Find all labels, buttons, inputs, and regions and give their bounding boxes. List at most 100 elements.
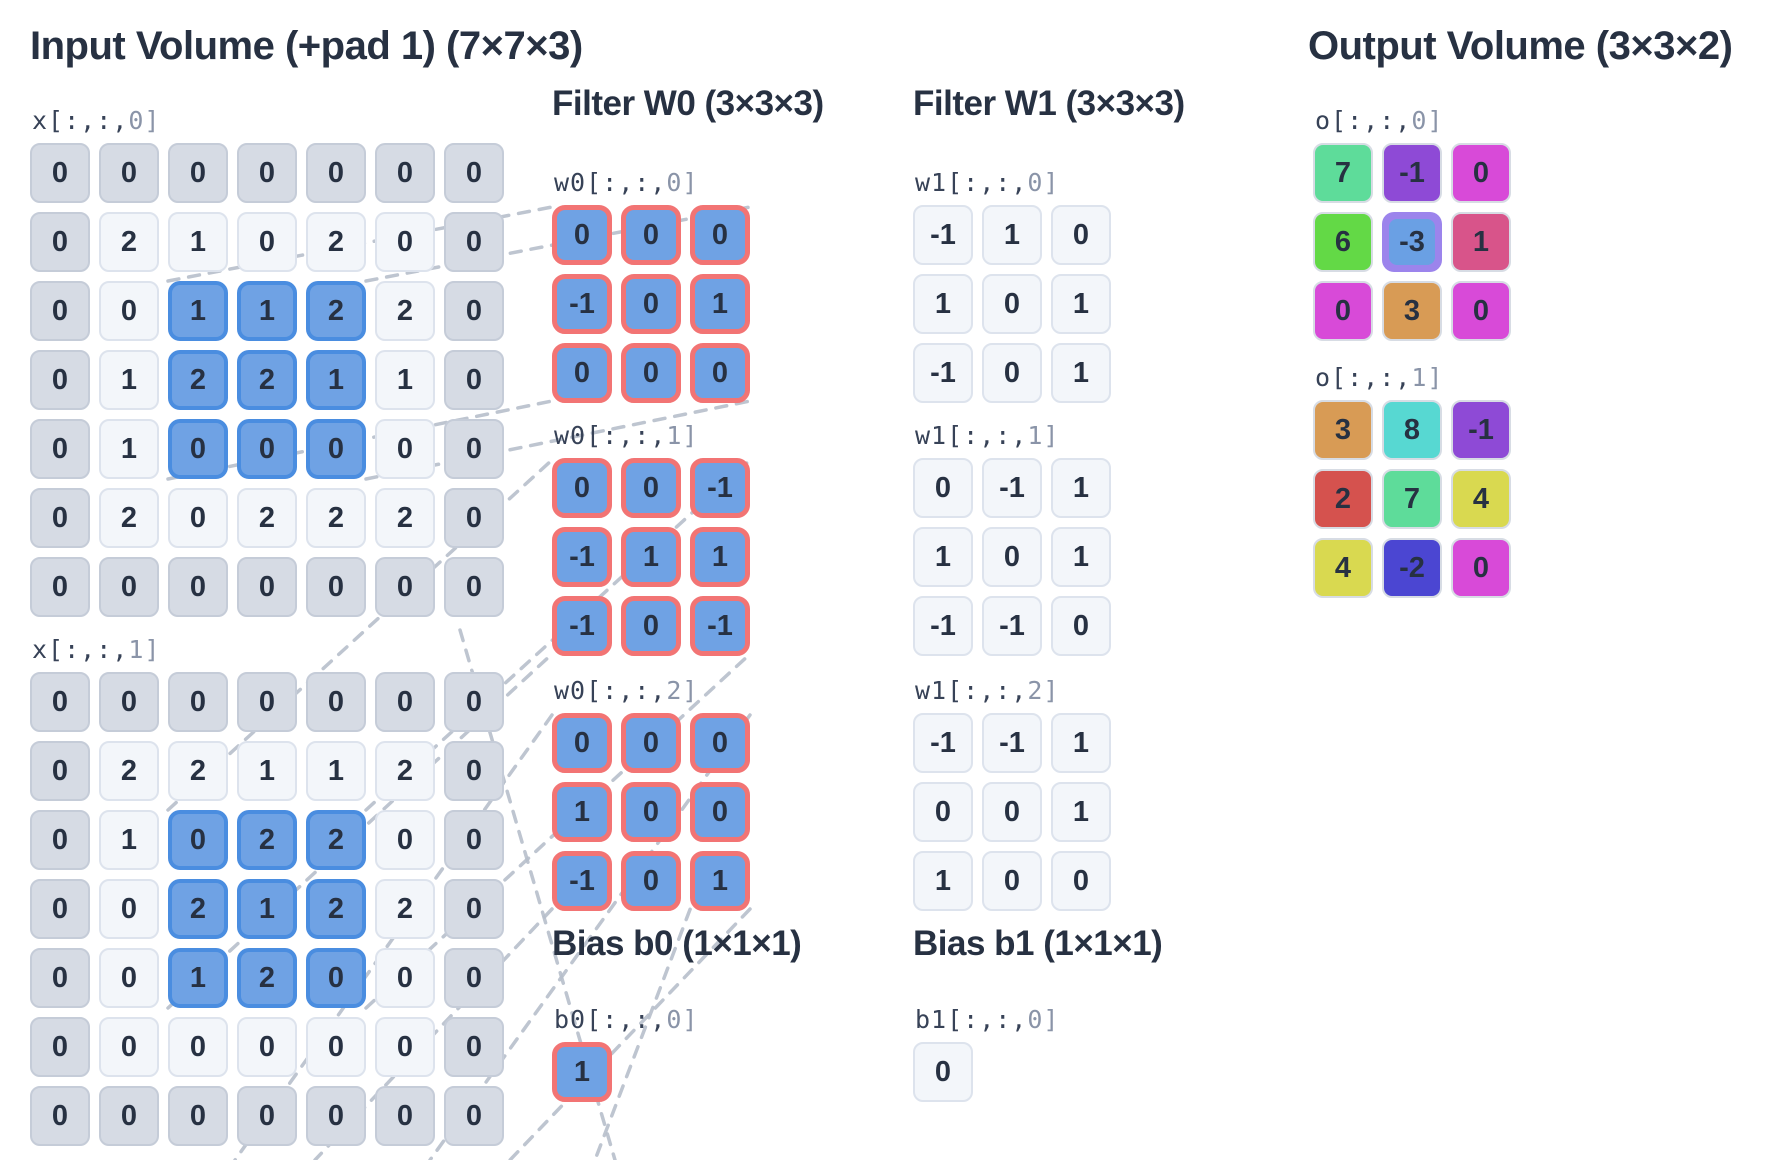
cell-value: 2: [327, 225, 345, 258]
w01-label: w0[:,:,1]: [554, 421, 698, 450]
cell-value: 1: [1472, 225, 1490, 258]
cell-value: -1: [930, 609, 956, 642]
cell-value: 0: [189, 432, 207, 465]
x0-cell-3-6: 0: [444, 350, 504, 410]
x0-cell-0-3: 0: [237, 143, 297, 203]
cell-value: 0: [1003, 795, 1021, 828]
w02-cell-1-1: 0: [621, 782, 681, 842]
x1-cell-1-0: 0: [30, 741, 90, 801]
cell-value: 0: [258, 225, 276, 258]
x0-cell-5-3: 2: [237, 488, 297, 548]
cell-value: 0: [465, 754, 483, 787]
cell-value: 0: [465, 294, 483, 327]
cell-value: 0: [573, 356, 591, 389]
o1-cell-2-0: 4: [1313, 538, 1373, 598]
cell-value: 1: [258, 294, 276, 327]
w01-cell-1-2: 1: [690, 527, 750, 587]
cell-value: 1: [189, 225, 207, 258]
x1-cell-5-6: 0: [444, 1017, 504, 1077]
x1-cell-3-5: 2: [375, 879, 435, 939]
cell-value: 0: [396, 961, 414, 994]
cell-value: 0: [934, 471, 952, 504]
x1-cell-5-2: 0: [168, 1017, 228, 1077]
cell-value: 1: [1072, 540, 1090, 573]
cell-value: 0: [711, 218, 729, 251]
x1-cell-3-6: 0: [444, 879, 504, 939]
x1-cell-6-3: 0: [237, 1086, 297, 1146]
x1-cell-1-6: 0: [444, 741, 504, 801]
x1-cell-2-2: 0: [168, 810, 228, 870]
cell-value: -1: [999, 609, 1025, 642]
cell-value: 0: [465, 501, 483, 534]
x0-cell-4-2: 0: [168, 419, 228, 479]
x0-cell-2-2: 1: [168, 281, 228, 341]
x1-cell-1-5: 2: [375, 741, 435, 801]
cell-value: 0: [327, 432, 345, 465]
x0-cell-1-0: 0: [30, 212, 90, 272]
cell-value: 1: [120, 823, 138, 856]
w00-cell-0-1: 0: [621, 205, 681, 265]
grid-label-index: 0]: [1411, 106, 1444, 135]
b0-cell-0-0: 1: [552, 1042, 612, 1102]
x1-cell-2-4: 2: [306, 810, 366, 870]
w10-cell-1-1: 0: [982, 274, 1042, 334]
grid-label-index: 1]: [1411, 363, 1444, 392]
grid-label-index: 2]: [1027, 676, 1060, 705]
w11-cell-1-2: 1: [1051, 527, 1111, 587]
cell-value: 1: [711, 540, 729, 573]
x0-cell-3-5: 1: [375, 350, 435, 410]
x1-cell-6-5: 0: [375, 1086, 435, 1146]
cell-value: 0: [396, 1030, 414, 1063]
x0-cell-5-0: 0: [30, 488, 90, 548]
cell-value: 0: [120, 570, 138, 603]
cell-value: 2: [120, 225, 138, 258]
cell-value: 0: [573, 218, 591, 251]
cell-value: 1: [1072, 287, 1090, 320]
x0-cell-1-2: 1: [168, 212, 228, 272]
cell-value: 0: [51, 754, 69, 787]
cell-value: -1: [707, 471, 733, 504]
cell-value: 0: [396, 1099, 414, 1132]
w12-cell-2-0: 1: [913, 851, 973, 911]
cell-value: 0: [711, 726, 729, 759]
cell-value: 0: [1072, 218, 1090, 251]
cell-value: 0: [189, 156, 207, 189]
cell-value: 0: [396, 823, 414, 856]
cell-value: -1: [569, 287, 595, 320]
grid-label-index: 0]: [1027, 1005, 1060, 1034]
x0-cell-1-1: 2: [99, 212, 159, 272]
cell-value: 0: [1334, 294, 1352, 327]
grid-label-index: 0]: [666, 1005, 699, 1034]
o0-label: o[:,:,0]: [1315, 106, 1443, 135]
w01-cell-2-1: 0: [621, 596, 681, 656]
cell-value: 2: [396, 892, 414, 925]
o0-cell-0-0: 7: [1313, 143, 1373, 203]
x1-cell-3-1: 0: [99, 879, 159, 939]
w11-label: w1[:,:,1]: [915, 421, 1059, 450]
cell-value: 1: [1072, 471, 1090, 504]
cell-value: 0: [120, 1099, 138, 1132]
x1-cell-0-1: 0: [99, 672, 159, 732]
x1-cell-6-2: 0: [168, 1086, 228, 1146]
x1-cell-3-3: 1: [237, 879, 297, 939]
x1-cell-1-4: 1: [306, 741, 366, 801]
cell-value: 0: [51, 685, 69, 718]
x1-cell-4-0: 0: [30, 948, 90, 1008]
w11-cell-1-1: 0: [982, 527, 1042, 587]
cell-value: -1: [930, 726, 956, 759]
x1-cell-3-4: 2: [306, 879, 366, 939]
cell-value: 7: [1403, 482, 1421, 515]
x0-cell-5-1: 2: [99, 488, 159, 548]
w01-cell-0-0: 0: [552, 458, 612, 518]
grid-label-prefix: w1[:,:,: [915, 421, 1028, 450]
cell-value: 0: [51, 1030, 69, 1063]
cell-value: 3: [1334, 413, 1352, 446]
cell-value: 0: [189, 685, 207, 718]
bias-b0-grid: b0[:,:,0]1: [552, 1005, 697, 1102]
cell-value: 1: [934, 864, 952, 897]
cell-value: 0: [189, 501, 207, 534]
cell-value: 0: [1472, 551, 1490, 584]
